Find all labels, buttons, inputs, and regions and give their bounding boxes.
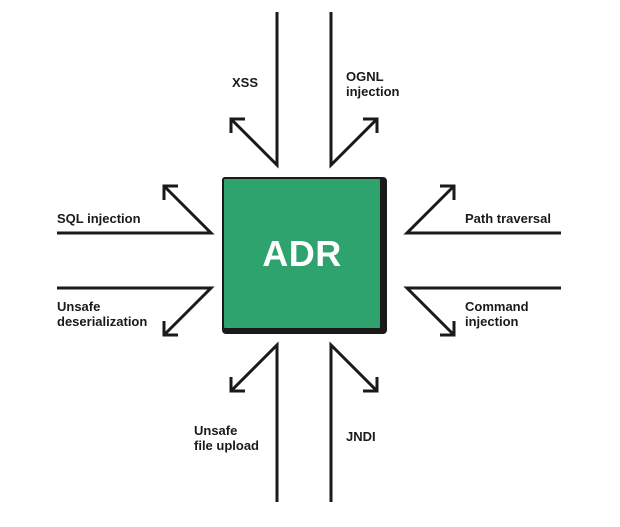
label-jndi-line1: JNDI xyxy=(346,429,376,444)
label-deser-line1: Unsafe xyxy=(57,299,101,314)
label-upload: Unsafe file upload xyxy=(194,423,259,453)
label-xss: XSS xyxy=(232,75,258,90)
label-deser-line2: deserialization xyxy=(57,314,148,329)
core-title: ADR xyxy=(262,232,342,274)
label-path-line1: Path traversal xyxy=(465,211,551,226)
command-connector xyxy=(403,286,561,337)
path-connector xyxy=(403,184,561,235)
deser-connector xyxy=(57,286,215,337)
jndi-connector xyxy=(329,341,379,502)
label-path: Path traversal xyxy=(465,211,551,226)
label-ognl-line2: injection xyxy=(346,84,400,99)
xss-connector xyxy=(229,12,279,169)
upload-connector xyxy=(229,341,279,502)
ognl-connector xyxy=(329,12,379,169)
label-jndi: JNDI xyxy=(346,429,376,444)
label-ognl-line1: OGNL xyxy=(346,69,384,84)
label-command-line1: Command xyxy=(465,299,529,314)
label-upload-line2: file upload xyxy=(194,438,259,453)
label-sql: SQL injection xyxy=(57,211,141,226)
label-upload-line1: Unsafe xyxy=(194,423,238,438)
label-command: Command injection xyxy=(465,299,529,329)
label-xss-line1: XSS xyxy=(232,75,259,90)
label-deser: Unsafe deserialization xyxy=(57,299,147,329)
core-box: ADR xyxy=(222,177,382,330)
label-command-line2: injection xyxy=(465,314,519,329)
label-ognl: OGNL injection xyxy=(346,69,399,99)
label-sql-line1: SQL injection xyxy=(57,211,141,226)
sql-connector xyxy=(57,184,215,235)
